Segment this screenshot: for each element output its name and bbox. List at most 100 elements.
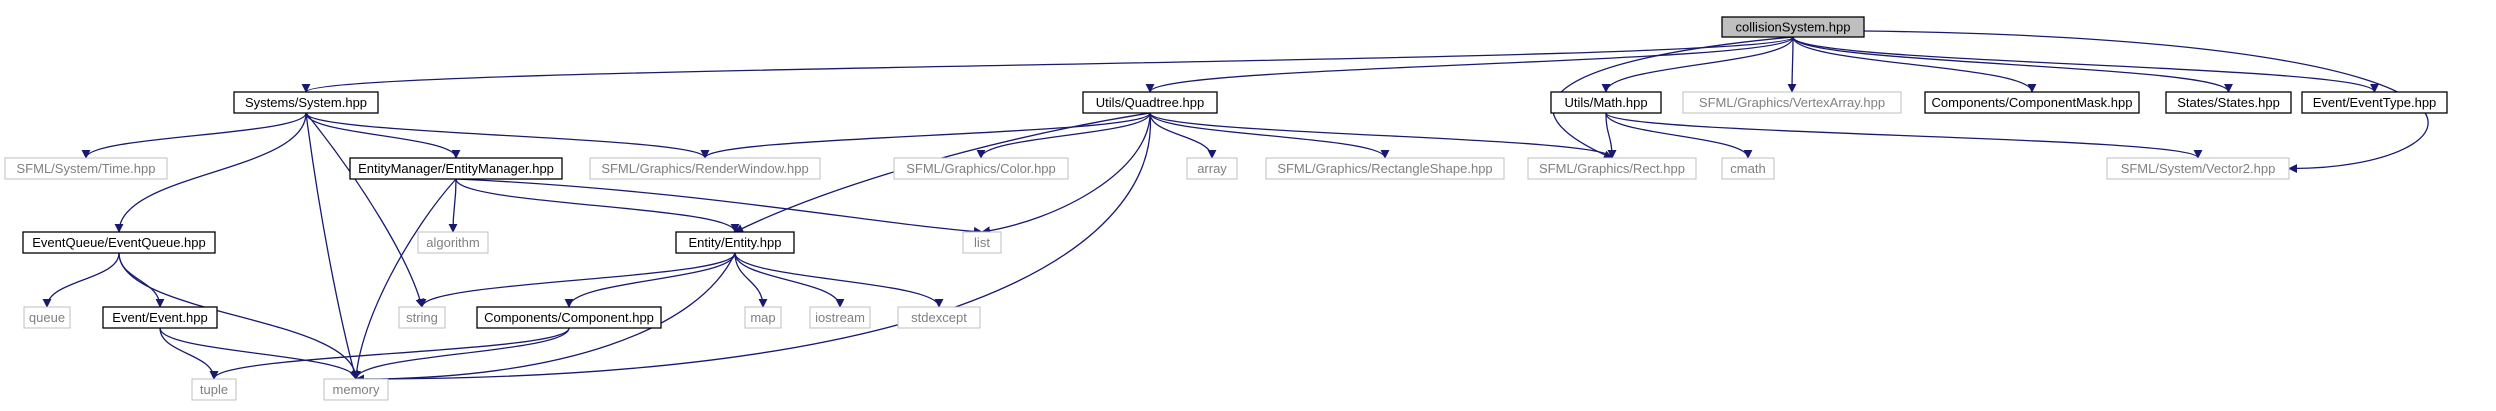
node-label-eventqueue: EventQueue/EventQueue.hpp — [32, 235, 205, 250]
node-label-entitymanager: EntityManager/EntityManager.hpp — [358, 161, 554, 176]
node-component[interactable]: Components/Component.hpp — [476, 306, 662, 329]
edge-component-to-memory — [351, 327, 570, 380]
node-memory: memory — [323, 378, 389, 401]
node-box-algorithm — [417, 231, 489, 254]
node-box-quadtree — [1082, 91, 1218, 114]
node-box-componentmask — [1924, 91, 2140, 114]
node-list: list — [962, 231, 1002, 254]
node-box-iostream — [809, 306, 871, 329]
edge-system-to-memory — [305, 112, 359, 380]
edge-root-to-system — [301, 36, 1794, 93]
node-box-map — [744, 306, 782, 329]
edge-entitymanager-to-entity — [455, 178, 740, 233]
edge-entitymanager-to-memory — [352, 178, 457, 380]
edge-entity-to-stdexcept — [734, 252, 944, 308]
node-label-tuple: tuple — [200, 382, 228, 397]
node-array: array — [1186, 157, 1238, 180]
node-label-list: list — [974, 235, 990, 250]
edge-entity-to-string — [417, 252, 736, 308]
node-box-rect — [1527, 157, 1697, 180]
edge-quadtree-to-rectshape — [1149, 112, 1390, 159]
edge-quadtree-to-renderwindow — [700, 112, 1151, 159]
node-root[interactable]: collisionSystem.hpp — [1721, 16, 1865, 38]
node-stdexcept: stdexcept — [897, 306, 981, 329]
edge-quadtree-to-memory — [355, 112, 1152, 384]
node-label-states: States/States.hpp — [2177, 95, 2280, 110]
node-box-root — [1721, 16, 1865, 38]
edge-component-to-tuple — [209, 327, 570, 380]
node-box-memory — [323, 378, 389, 401]
node-box-cmath — [1721, 157, 1775, 180]
node-label-eventtype: Event/EventType.hpp — [2313, 95, 2437, 110]
node-box-list — [962, 231, 1002, 254]
node-system[interactable]: Systems/System.hpp — [233, 91, 379, 114]
edge-root-to-eventtype — [1792, 36, 2379, 93]
edge-root-to-states — [1792, 36, 2233, 93]
node-eventqueue[interactable]: EventQueue/EventQueue.hpp — [22, 231, 216, 254]
node-tuple: tuple — [191, 378, 237, 401]
edge-quadtree-to-array — [1149, 112, 1217, 159]
edge-system-to-renderwindow — [305, 112, 710, 159]
node-color: SFML/Graphics/Color.hpp — [893, 157, 1069, 180]
node-label-color: SFML/Graphics/Color.hpp — [906, 161, 1056, 176]
node-label-rect: SFML/Graphics/Rect.hpp — [1539, 161, 1685, 176]
edge-eventqueue-to-queue — [42, 252, 120, 308]
node-states[interactable]: States/States.hpp — [2165, 91, 2292, 114]
node-renderwindow: SFML/Graphics/RenderWindow.hpp — [589, 157, 821, 180]
edge-root-to-vertexarray — [1787, 36, 1797, 93]
node-label-time: SFML/System/Time.hpp — [17, 161, 156, 176]
node-label-rectshape: SFML/Graphics/RectangleShape.hpp — [1277, 161, 1492, 176]
node-box-string — [398, 306, 446, 329]
edge-event-to-memory — [159, 327, 361, 380]
node-label-root: collisionSystem.hpp — [1736, 19, 1851, 34]
node-rect: SFML/Graphics/Rect.hpp — [1527, 157, 1697, 180]
node-label-quadtree: Utils/Quadtree.hpp — [1096, 95, 1204, 110]
node-label-system: Systems/System.hpp — [245, 95, 367, 110]
node-box-rectshape — [1265, 157, 1505, 180]
node-entity[interactable]: Entity/Entity.hpp — [675, 231, 795, 254]
edge-system-to-eventqueue — [114, 112, 307, 233]
node-quadtree[interactable]: Utils/Quadtree.hpp — [1082, 91, 1218, 114]
node-label-stdexcept: stdexcept — [911, 310, 967, 325]
node-box-vertexarray — [1682, 91, 1902, 114]
node-box-array — [1186, 157, 1238, 180]
edge-root-to-math — [1601, 36, 1794, 93]
node-componentmask[interactable]: Components/ComponentMask.hpp — [1924, 91, 2140, 114]
edge-system-to-time — [81, 112, 307, 159]
node-vector2: SFML/System/Vector2.hpp — [2106, 157, 2290, 180]
edge-quadtree-to-rect — [1149, 112, 1617, 159]
edge-root-to-componentmask — [1792, 36, 2037, 93]
node-math[interactable]: Utils/Math.hpp — [1550, 91, 1662, 114]
node-box-event — [102, 306, 218, 329]
edge-entity-to-iostream — [734, 252, 845, 308]
node-time: SFML/System/Time.hpp — [4, 157, 168, 180]
node-box-time — [4, 157, 168, 180]
node-label-componentmask: Components/ComponentMask.hpp — [1932, 95, 2133, 110]
node-box-color — [893, 157, 1069, 180]
node-queue: queue — [23, 306, 71, 329]
edge-entitymanager-to-algorithm — [448, 178, 458, 233]
node-iostream: iostream — [809, 306, 871, 329]
edge-math-to-cmath — [1605, 112, 1753, 159]
node-label-vector2: SFML/System/Vector2.hpp — [2121, 161, 2276, 176]
edge-math-to-vector2 — [1605, 112, 2203, 159]
node-label-array: array — [1197, 161, 1227, 176]
node-box-eventtype — [2301, 91, 2448, 114]
node-box-math — [1550, 91, 1662, 114]
node-event[interactable]: Event/Event.hpp — [102, 306, 218, 329]
edge-quadtree-to-list — [981, 112, 1151, 236]
node-label-iostream: iostream — [815, 310, 865, 325]
edge-system-to-entitymanager — [305, 112, 461, 159]
edge-math-to-rect — [1605, 112, 1617, 159]
node-label-queue: queue — [29, 310, 65, 325]
edge-entitymanager-to-list — [455, 178, 983, 236]
node-entitymanager[interactable]: EntityManager/EntityManager.hpp — [349, 157, 563, 180]
node-box-entity — [675, 231, 795, 254]
node-label-vertexarray: SFML/Graphics/VertexArray.hpp — [1699, 95, 1885, 110]
node-label-entity: Entity/Entity.hpp — [689, 235, 782, 250]
node-label-memory: memory — [333, 382, 380, 397]
edge-quadtree-to-color — [976, 112, 1151, 159]
node-eventtype[interactable]: Event/EventType.hpp — [2301, 91, 2448, 114]
